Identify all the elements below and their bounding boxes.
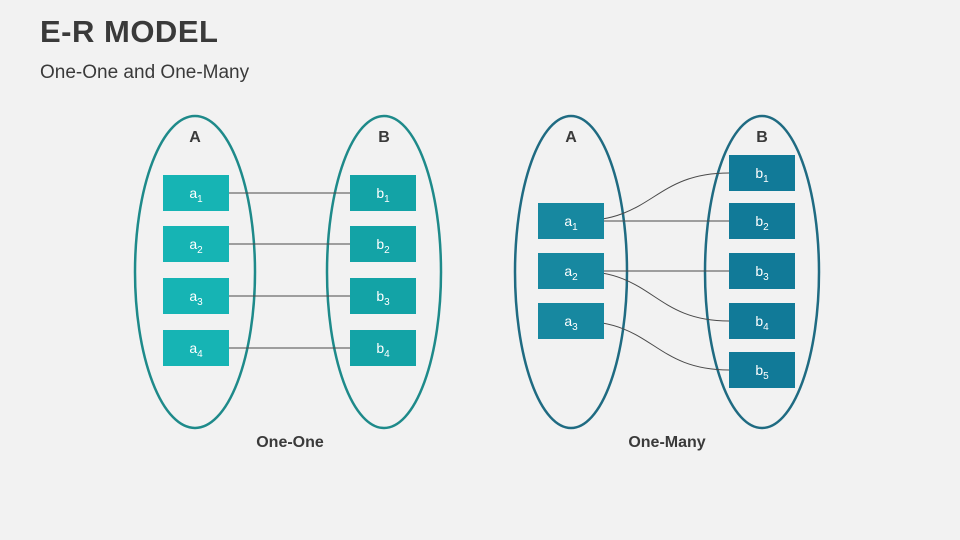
set-b-label: B <box>378 129 390 146</box>
entity-a-label: a3 <box>564 313 578 333</box>
entity-a-box <box>163 330 229 366</box>
entity-b-label: b3 <box>376 288 390 308</box>
set-a-label: A <box>565 129 577 146</box>
entity-b-box <box>350 330 416 366</box>
page-subtitle: One-One and One-Many <box>40 62 250 83</box>
entity-b-label: b4 <box>755 313 769 333</box>
set-b-ellipse <box>703 114 821 430</box>
diagram-caption: One-One <box>256 434 324 451</box>
set-a-ellipse <box>513 114 629 430</box>
entity-b-box <box>729 352 795 388</box>
entity-b-box <box>729 253 795 289</box>
set-a-label: A <box>189 129 201 146</box>
entity-b-box <box>729 303 795 339</box>
entity-a-label: a4 <box>189 340 203 360</box>
entity-b-label: b2 <box>755 213 769 233</box>
diagram-caption: One-Many <box>628 434 705 451</box>
entity-a-label: a1 <box>564 213 578 233</box>
set-a-ellipse <box>133 114 257 430</box>
entity-a-label: a1 <box>189 185 203 205</box>
entity-b-label: b1 <box>755 165 769 185</box>
entity-a-label: a2 <box>189 236 203 256</box>
entity-a-box <box>163 278 229 314</box>
entity-a-label: a3 <box>189 288 203 308</box>
set-b-label: B <box>756 129 768 146</box>
entity-a-label: a2 <box>564 263 578 283</box>
page-title: E-R MODEL <box>40 14 219 49</box>
entity-b-box <box>350 226 416 262</box>
entity-a-box <box>538 253 604 289</box>
entity-a-box <box>538 303 604 339</box>
set-b-ellipse <box>325 114 443 430</box>
entity-b-label: b5 <box>755 362 769 382</box>
entity-a-box <box>538 203 604 239</box>
entity-a-box <box>163 226 229 262</box>
entity-b-box <box>729 155 795 191</box>
entity-b-box <box>350 278 416 314</box>
entity-b-box <box>350 175 416 211</box>
entity-b-label: b1 <box>376 185 390 205</box>
entity-a-box <box>163 175 229 211</box>
entity-b-label: b2 <box>376 236 390 256</box>
entity-b-label: b4 <box>376 340 390 360</box>
entity-b-box <box>729 203 795 239</box>
entity-b-label: b3 <box>755 263 769 283</box>
